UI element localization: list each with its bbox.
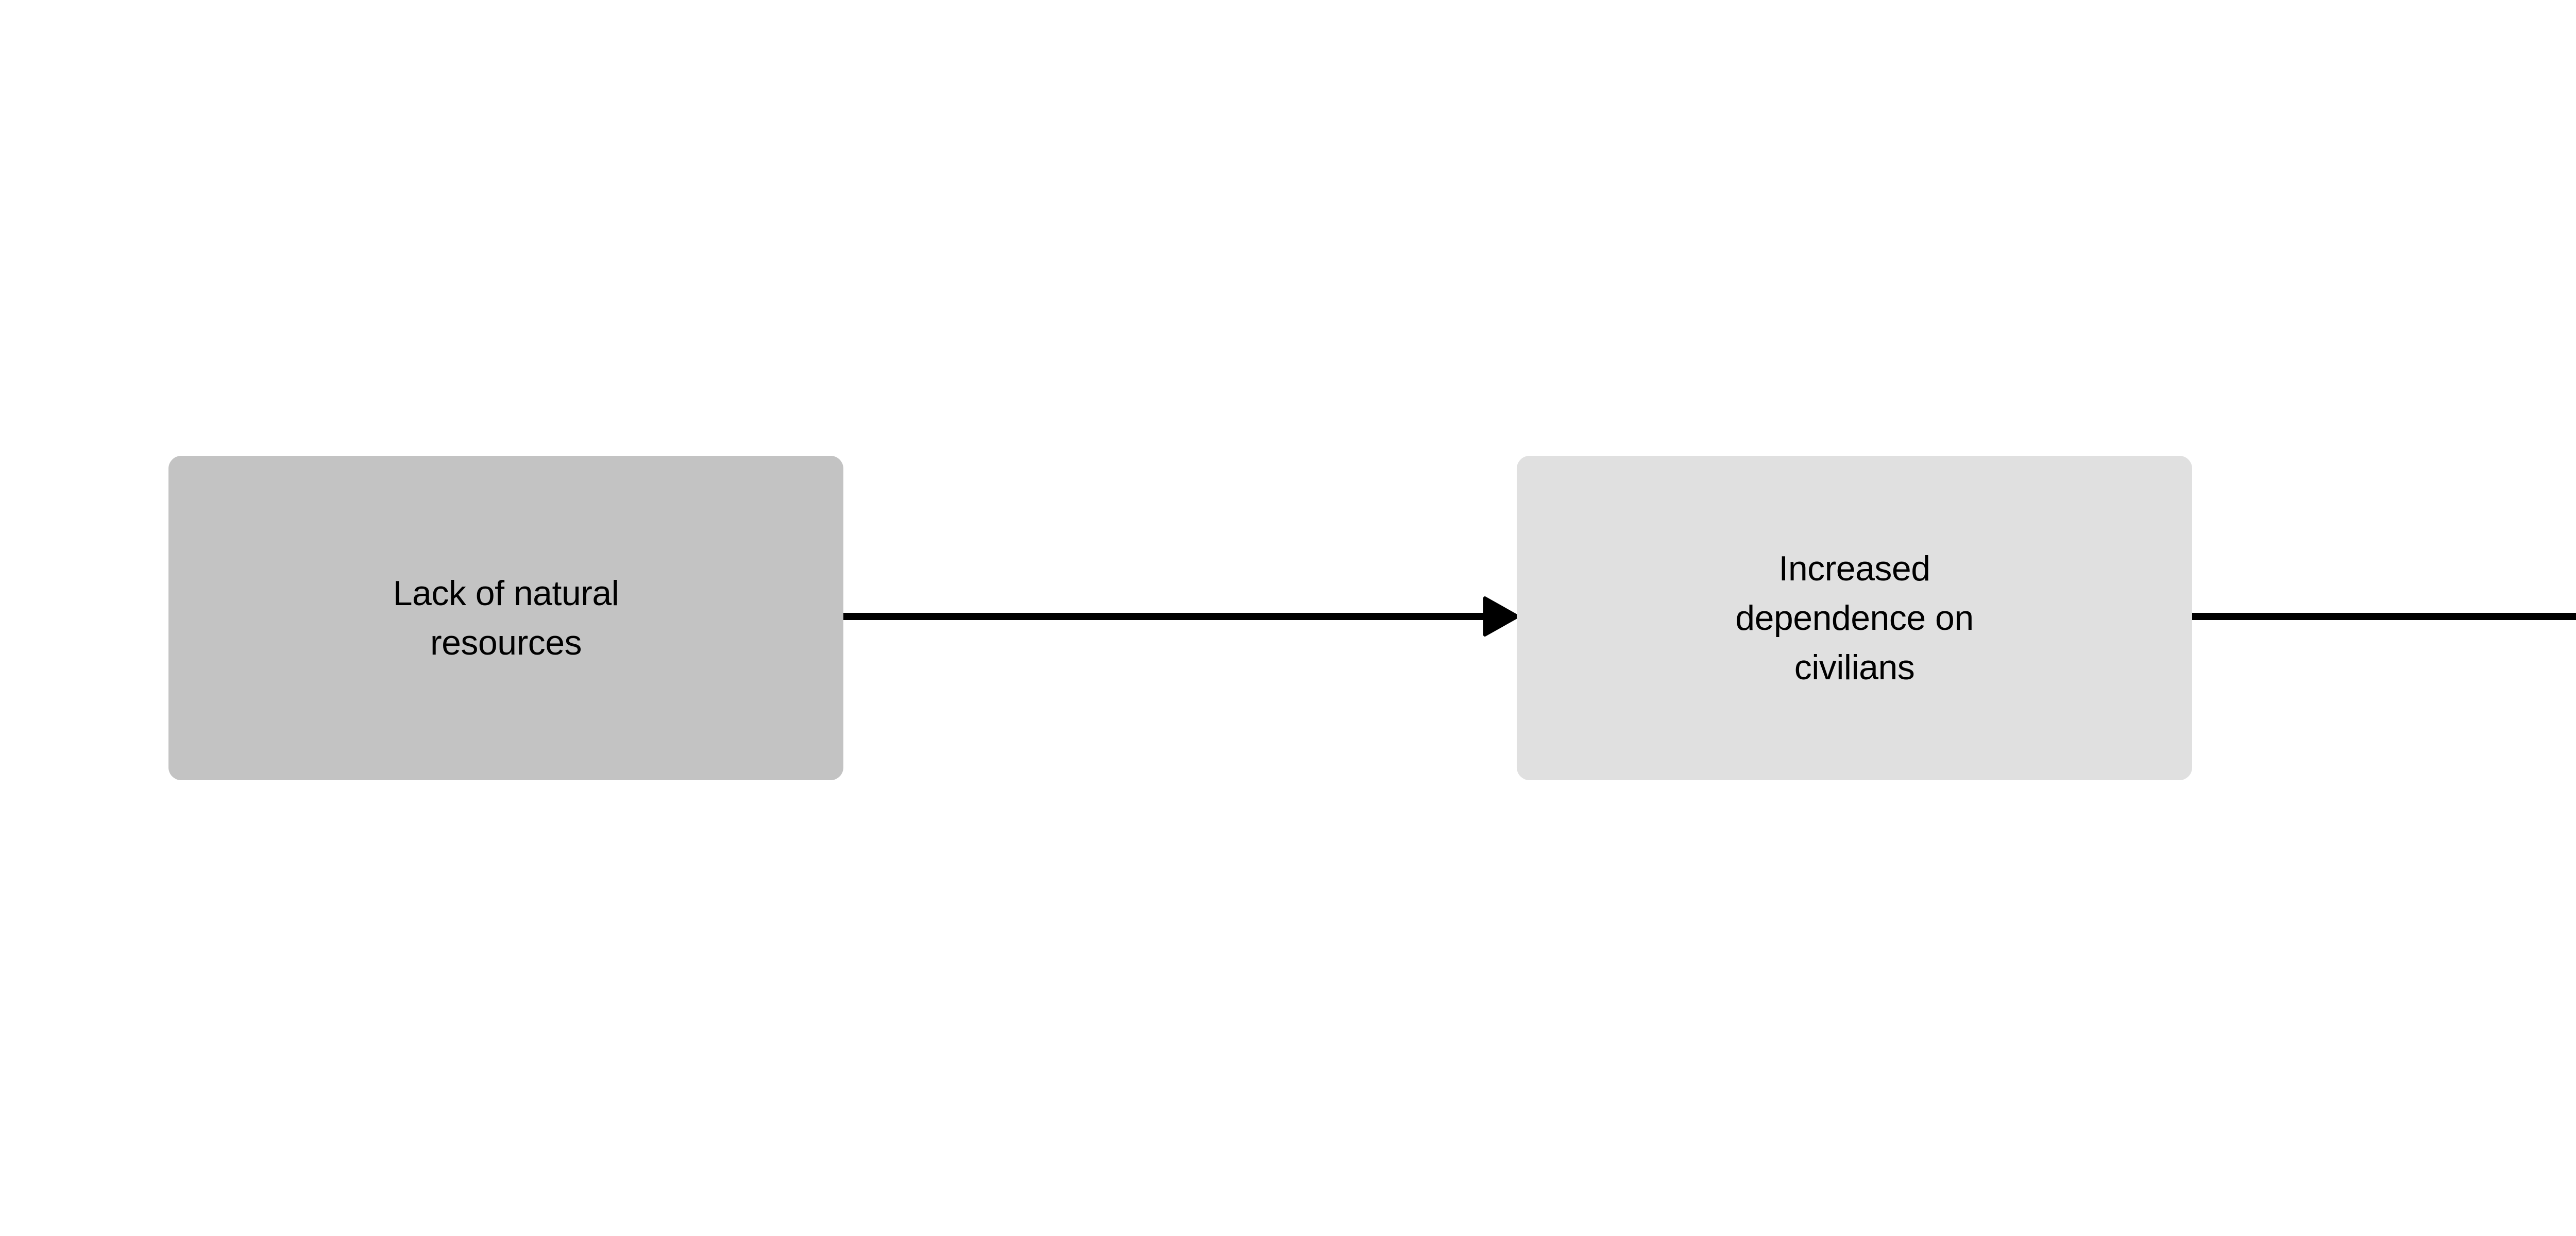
- arrowhead-icon-1: [1483, 596, 1519, 637]
- node-label: Lack of natural resources: [393, 574, 619, 662]
- diagram-node-lack-of-natural-resources[interactable]: Lack of natural resources: [168, 456, 843, 780]
- edge-node2-to-node3: [2192, 613, 2576, 620]
- diagram-node-increased-dependence-on-civilians[interactable]: Increased dependence on civilians: [1517, 456, 2192, 780]
- edge-node1-to-node2: [843, 596, 1519, 637]
- node-label: Increased dependence on civilians: [1735, 549, 1974, 687]
